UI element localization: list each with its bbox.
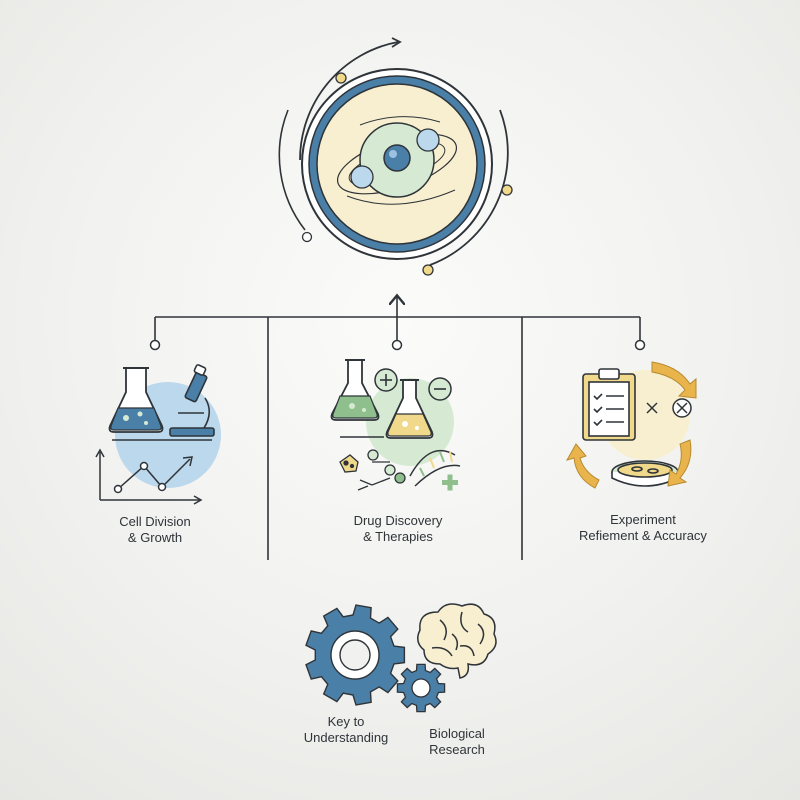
panel-experiment [565, 361, 697, 489]
petri-dish-icon [611, 460, 679, 487]
plus-icon [374, 368, 398, 392]
cycle-arrows-icon [565, 361, 697, 489]
growth-chart-icon [95, 448, 203, 505]
node-cell-division [149, 339, 161, 351]
label-experiment: Experiment Refiement & Accuracy [579, 512, 707, 543]
cancel-icon [672, 398, 692, 418]
molecule-icon [339, 449, 406, 491]
gear-icon [305, 604, 406, 706]
connector-tree [154, 297, 641, 560]
minus-icon [428, 377, 452, 401]
label-cell-division: Cell Division & Growth [119, 514, 191, 545]
label-biological-research: Biological Research [429, 726, 485, 757]
label-drug-discovery: Drug Discovery & Therapies [353, 513, 443, 544]
close-icon [646, 402, 658, 414]
dna-icon [409, 449, 461, 487]
label-key-to-understanding: Key to Understanding [303, 714, 389, 745]
flask-icon [330, 359, 380, 421]
panel-drug-discovery [330, 359, 461, 491]
plus-icon [442, 474, 458, 491]
clipboard-icon [582, 368, 636, 441]
brain-icon [417, 603, 497, 679]
gear-icon [396, 663, 446, 713]
node-drug-discovery [391, 339, 403, 351]
flask-icon [108, 367, 164, 433]
cell-icon [278, 37, 513, 276]
node-experiment [634, 339, 646, 351]
flask-icon [385, 379, 434, 439]
panel-cell-division [95, 364, 221, 505]
microscope-icon [112, 364, 215, 441]
